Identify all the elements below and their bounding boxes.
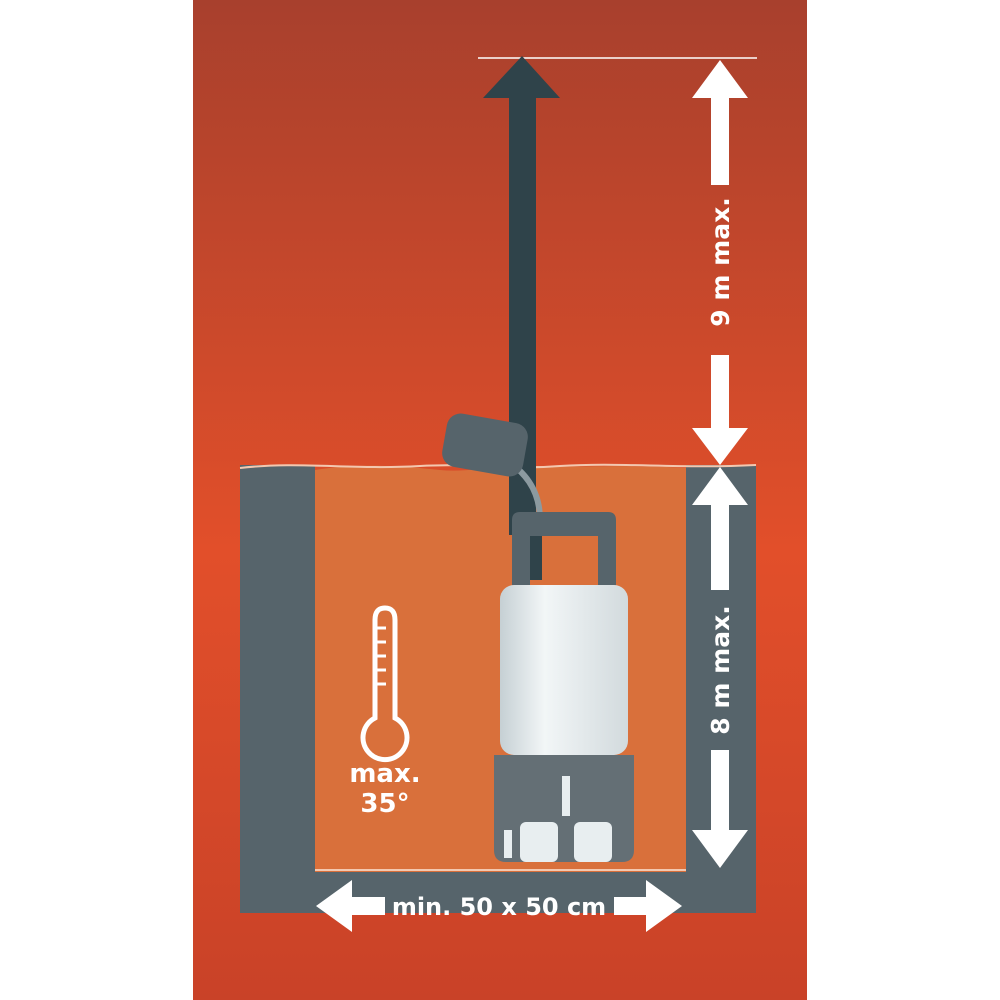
shaft-left-wall	[240, 465, 315, 913]
immersion-depth-label: 8 m max.	[706, 605, 735, 734]
shaft-size-left-arrow	[316, 880, 385, 932]
lift-height-label: 9 m max.	[706, 197, 735, 326]
lift-height-arrows	[692, 60, 748, 465]
immersion-depth-arrows	[692, 467, 748, 868]
thermometer-icon	[360, 605, 410, 763]
immersion-depth-down-arrow	[692, 750, 748, 868]
hose-arrow-head	[483, 56, 560, 98]
immersion-depth-up-arrow	[692, 467, 748, 590]
lift-height-down-arrow	[692, 355, 748, 465]
shaft-size-arrows	[316, 880, 682, 932]
shaft-size-right-arrow	[614, 880, 682, 932]
lift-height-up-arrow	[692, 60, 748, 185]
temperature-label-line2: 35°	[360, 789, 409, 819]
shaft-size-label: min. 50 x 50 cm	[392, 893, 606, 921]
temperature-label-line1: max.	[349, 759, 420, 789]
float-switch-icon	[442, 413, 528, 477]
submersible-pump-icon	[494, 512, 634, 862]
